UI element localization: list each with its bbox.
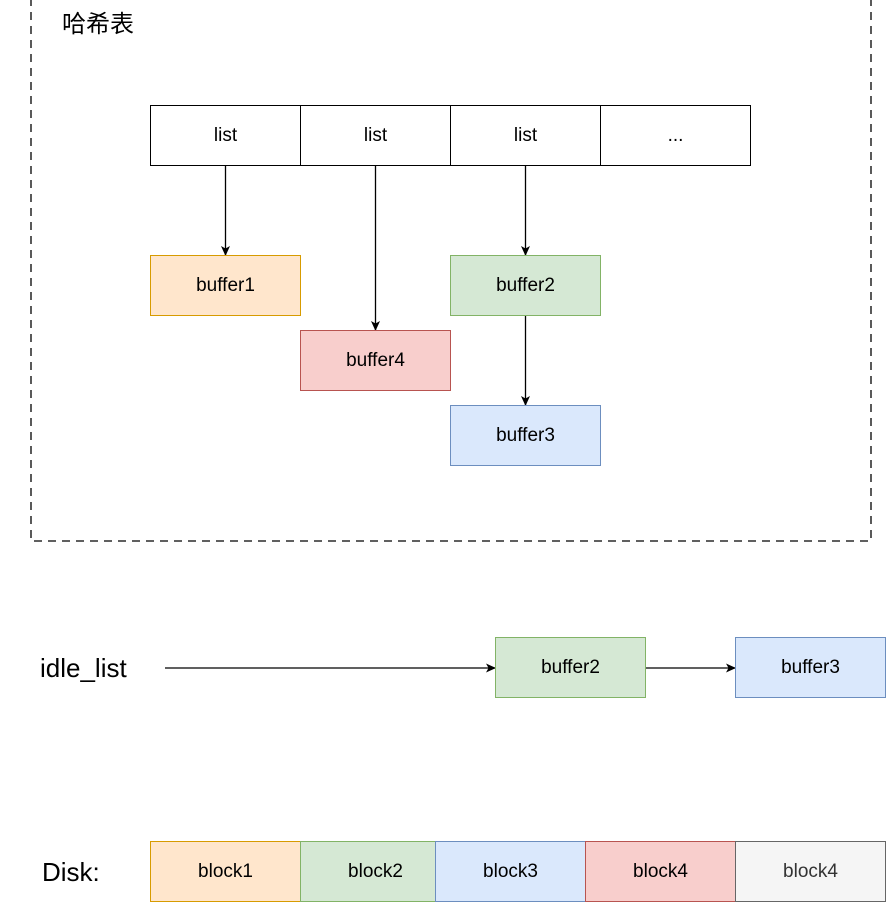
disk-block1: block1 xyxy=(150,841,301,902)
disk-block4: block4 xyxy=(585,841,736,902)
hash-table-container xyxy=(30,0,872,542)
hash-slot-ellipsis: ... xyxy=(600,105,751,166)
buffer4-node: buffer4 xyxy=(300,330,451,391)
buffer3-node: buffer3 xyxy=(450,405,601,466)
buffer2-node: buffer2 xyxy=(450,255,601,316)
disk-block2: block2 xyxy=(300,841,451,902)
buffer1-node: buffer1 xyxy=(150,255,301,316)
hash-slot: list xyxy=(450,105,601,166)
disk-label: Disk: xyxy=(42,857,100,887)
idle-buffer3-node: buffer3 xyxy=(735,637,886,698)
hash-slot: list xyxy=(150,105,301,166)
disk-block3: block3 xyxy=(435,841,586,902)
hash-table-title: 哈希表 xyxy=(62,10,134,38)
idle-list-label: idle_list xyxy=(40,653,127,683)
idle-buffer2-node: buffer2 xyxy=(495,637,646,698)
hash-slot: list xyxy=(300,105,451,166)
disk-block4-grey: block4 xyxy=(735,841,886,902)
